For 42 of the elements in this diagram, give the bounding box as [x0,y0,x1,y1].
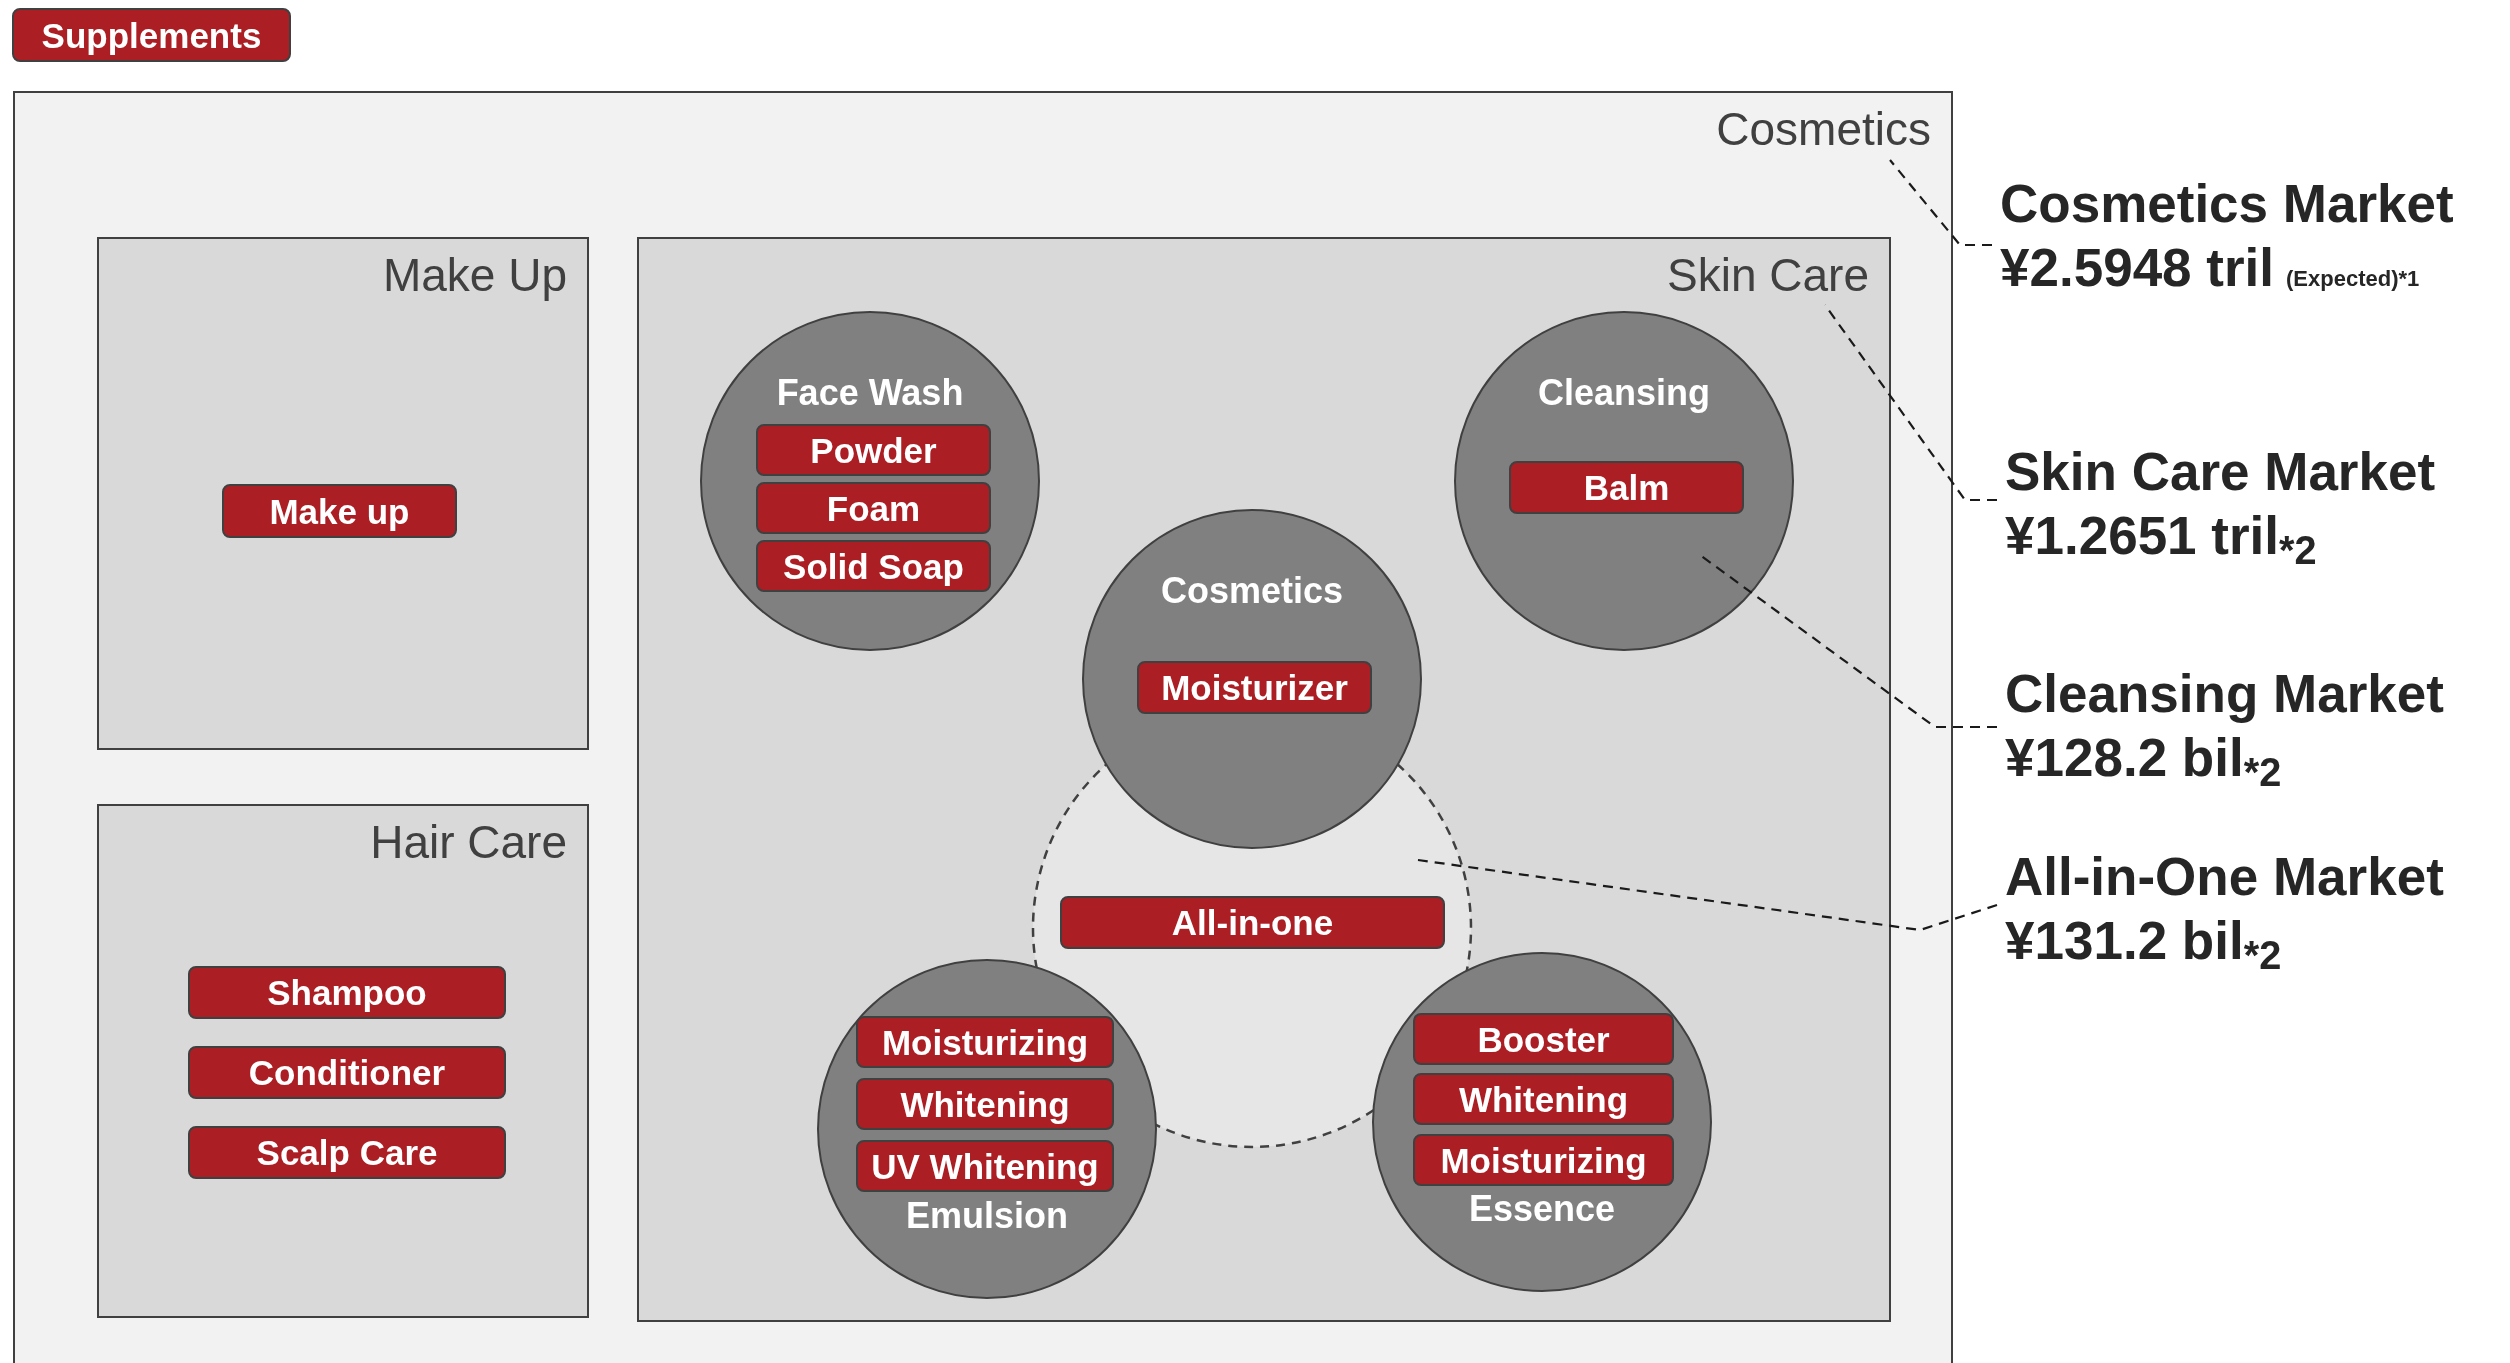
panel-title: Cosmetics [1716,102,1931,157]
circle-title: Emulsion [906,1194,1068,1238]
category-tag: Booster [1413,1013,1674,1065]
category-panel [97,237,589,750]
circle-title: Cleansing [1538,371,1710,415]
footnote-note: (Expected)*1 [2286,265,2420,293]
panel-title: Make Up [382,248,567,303]
panel-title: Skin Care [1667,248,1869,303]
category-tag: Conditioner [188,1046,506,1099]
leader-line [1417,858,1998,932]
circle-title: Cosmetics [1160,569,1344,613]
market-value: ¥1.2651 tril$_{*2}$ [2005,505,2317,568]
market-title: Cleansing Market [2005,663,2444,725]
category-tag: Supplements [12,8,291,62]
category-tag: Whitening [856,1078,1114,1130]
leader-line [1699,554,1997,729]
category-tag: Powder [756,424,991,476]
category-tag: Foam [756,482,991,534]
category-tag: Moisturizing [1413,1134,1674,1186]
circle-title: Essence [1468,1187,1616,1231]
category-tag: Make up [222,484,457,538]
category-tag: Moisturizer [1137,661,1372,714]
category-tag: Whitening [1413,1073,1674,1125]
market-value: ¥128.2 bil$_{*2}$ [2005,727,2282,790]
panel-title: Hair Care [370,815,567,870]
category-tag: Solid Soap [756,540,991,592]
circle-title: Face Wash [776,371,964,415]
category-panel [13,91,1953,1363]
category-tag: UV Whitening [856,1140,1114,1192]
market-title: All-in-One Market [2005,846,2444,908]
category-panel [97,804,589,1318]
category-tag: All-in-one [1060,896,1445,949]
category-tag: Moisturizing [856,1016,1114,1068]
market-title: Skin Care Market [2005,441,2436,503]
category-panel [637,237,1891,1322]
category-tag: Balm [1509,461,1744,514]
leader-line [1889,159,1992,247]
market-value: ¥2.5948 tril [2000,237,2275,299]
market-value: ¥131.2 bil$_{*2}$ [2005,910,2282,973]
category-tag: Shampoo [188,966,506,1019]
market-title: Cosmetics Market [2000,173,2454,235]
category-tag: Scalp Care [188,1126,506,1179]
